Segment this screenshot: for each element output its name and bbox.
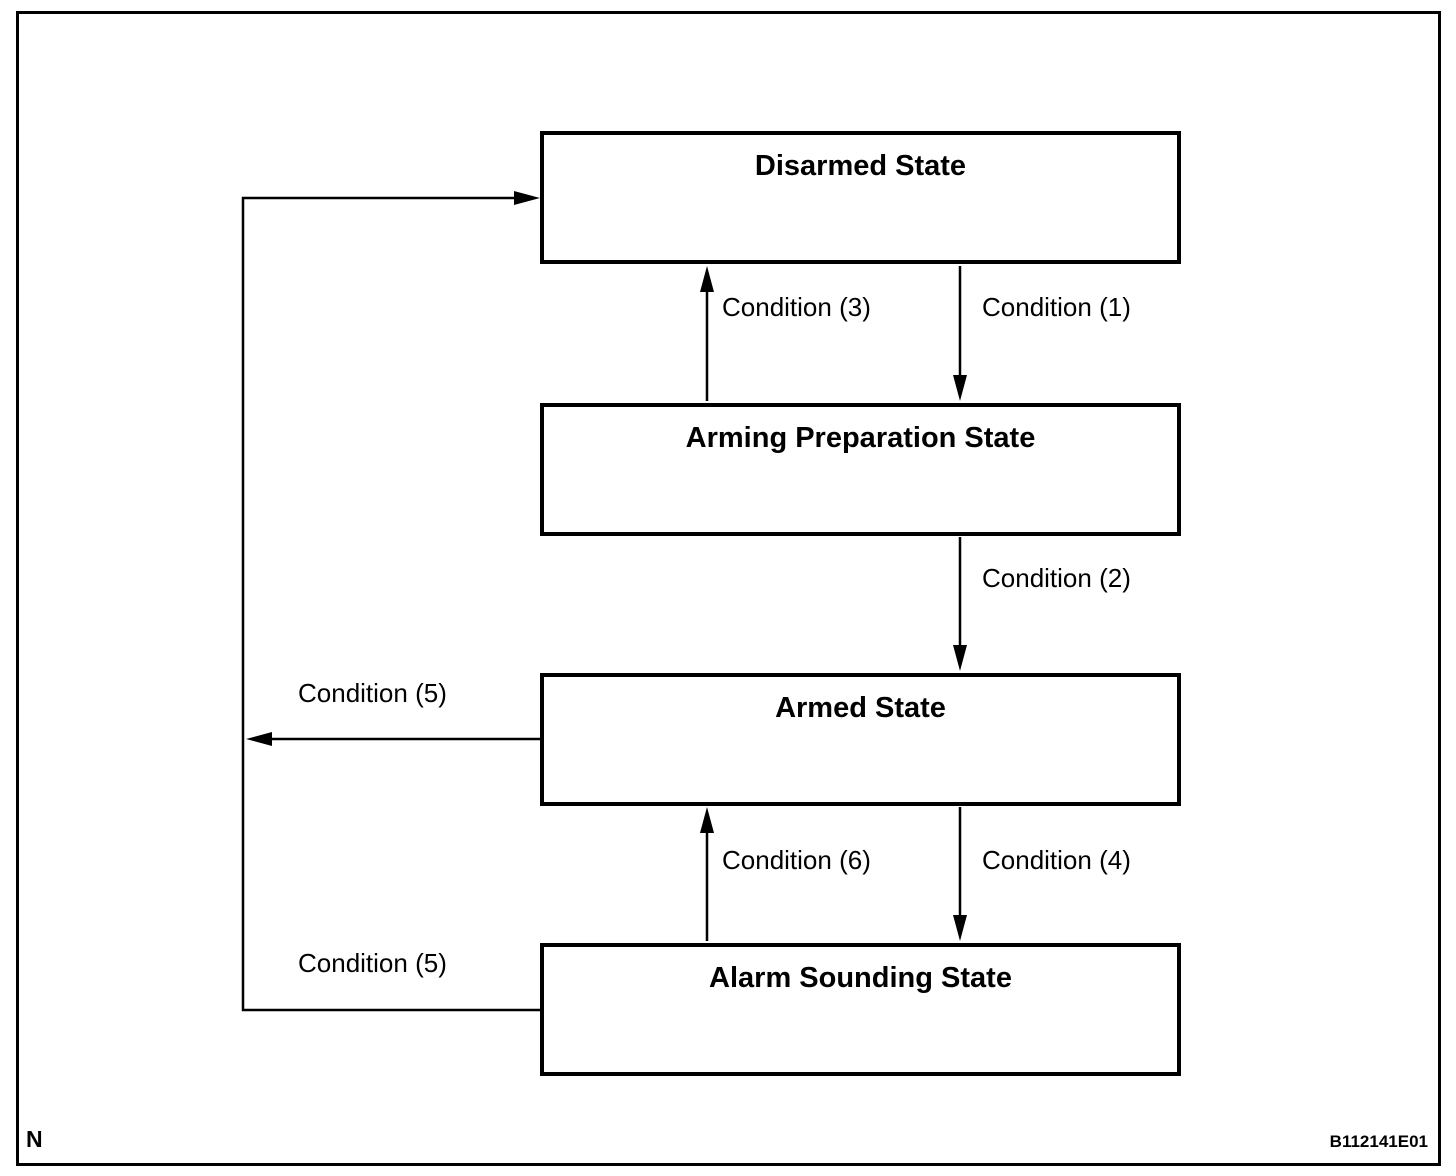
figure-code: B112141E01: [1329, 1132, 1428, 1151]
transition-arrow-condition-3: [700, 266, 714, 401]
outer-border: [16, 11, 1441, 1166]
transition-arrow-condition-1: [953, 266, 967, 401]
state-box-alarm-sounding: Alarm Sounding State: [540, 943, 1181, 1076]
state-label-alarm-sounding: Alarm Sounding State: [709, 962, 1012, 994]
state-box-armed: Armed State: [540, 673, 1181, 806]
page-marker: N: [26, 1126, 43, 1152]
transition-arrow-condition-5-armed: [246, 732, 540, 746]
transition-arrow-condition-4: [953, 807, 967, 941]
transition-label-condition-6: Condition (6): [722, 845, 871, 875]
transition-arrow-condition-5-return: [241, 191, 540, 1012]
state-label-arming-preparation: Arming Preparation State: [685, 422, 1036, 454]
transition-arrow-condition-6: [700, 807, 714, 941]
transition-label-condition-4: Condition (4): [982, 845, 1131, 875]
transition-label-condition-1: Condition (1): [982, 292, 1131, 322]
transition-label-condition-5-armed: Condition (5): [298, 678, 447, 708]
transition-arrow-condition-2: [953, 537, 967, 671]
transition-label-condition-3: Condition (3): [722, 292, 871, 322]
state-box-disarmed: Disarmed State: [540, 131, 1181, 264]
state-label-disarmed: Disarmed State: [754, 150, 967, 182]
state-label-armed: Armed State: [775, 692, 946, 724]
transition-label-condition-5-return: Condition (5): [298, 948, 447, 978]
state-box-arming-preparation: Arming Preparation State: [540, 403, 1181, 536]
transition-label-condition-2: Condition (2): [982, 563, 1131, 593]
